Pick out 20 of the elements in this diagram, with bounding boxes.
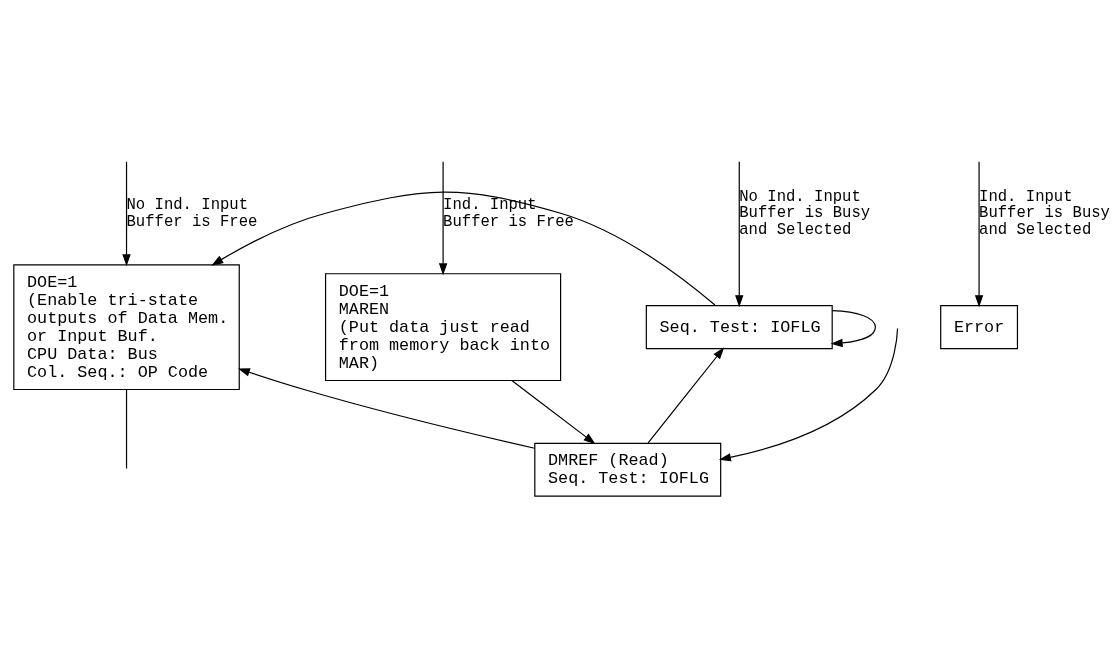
edge-label: Ind. Input Buffer is Busy and Selected (979, 187, 1110, 240)
arrow (974, 161, 984, 308)
connector (125, 389, 128, 470)
edge-label: No Ind. Input Buffer is Free (126, 195, 258, 231)
arrow (438, 161, 448, 276)
node-box: DOE=1 MAREN (Put data just read from memory back into MAR) (324, 273, 562, 382)
arrow (735, 161, 744, 308)
arrow (647, 347, 725, 444)
edge-label: Ind. Input Buffer is Free (443, 195, 574, 231)
node-box: Error (940, 304, 1019, 350)
arrow (211, 191, 716, 306)
arrow (718, 327, 899, 462)
arrow (237, 368, 536, 449)
arrow (122, 161, 131, 267)
node-box: DMREF (Read) Seq. Test: IOFLG (534, 442, 722, 497)
node-box: Seq. Test: IOFLG (645, 304, 833, 350)
node-box: DOE=1 (Enable tri-state outputs of Data Mem. or Input Buf. CPU Data: Bus Col. Seq.: OP Code (13, 264, 240, 391)
arrow (830, 310, 876, 348)
edge-label: No Ind. Input Buffer is Busy and Selected (739, 187, 871, 240)
arrow (511, 379, 596, 445)
